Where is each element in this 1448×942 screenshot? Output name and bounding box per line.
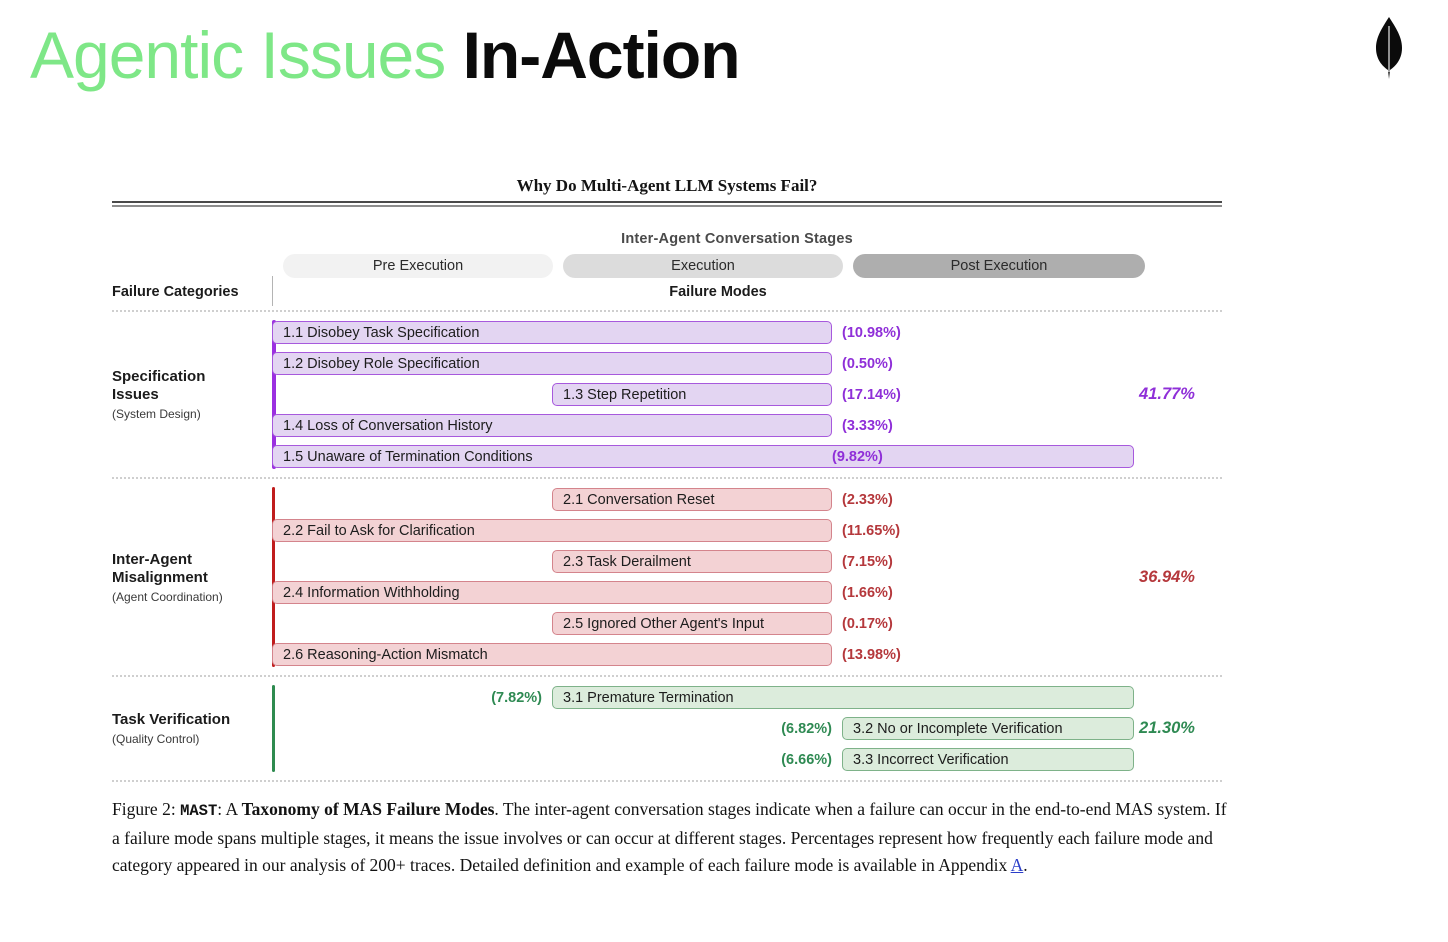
failure-mode-bar[interactable]: 1.1 Disobey Task Specification xyxy=(272,321,832,344)
failure-mode-bar[interactable]: 2.2 Fail to Ask for Clarification xyxy=(272,519,832,542)
figure-rule xyxy=(112,201,1222,207)
failure-mode-percentage: (1.66%) xyxy=(842,584,893,601)
failure-mode-bar[interactable]: 1.5 Unaware of Termination Conditions xyxy=(272,445,1134,468)
group-accent-bar xyxy=(272,685,275,772)
stage-pill-pre-execution[interactable]: Pre Execution xyxy=(283,254,553,278)
failure-mode-percentage: (10.98%) xyxy=(842,324,901,341)
failure-mode-percentage: (3.33%) xyxy=(842,417,893,434)
failure-mode-percentage: (0.17%) xyxy=(842,615,893,632)
column-header-failure-modes: Failure Modes xyxy=(669,284,767,300)
column-header-failure-categories: Failure Categories xyxy=(112,284,239,300)
failure-mode-bar[interactable]: 3.2 No or Incomplete Verification xyxy=(842,717,1134,740)
page-title-accent: Agentic Issues xyxy=(30,18,446,92)
group-name: Specification xyxy=(112,368,206,385)
group-separator xyxy=(112,675,1222,677)
failure-mode-bar[interactable]: 2.3 Task Derailment xyxy=(552,550,832,573)
failure-mode-bar[interactable]: 2.6 Reasoning-Action Mismatch xyxy=(272,643,832,666)
stage-pill-post-execution[interactable]: Post Execution xyxy=(853,254,1145,278)
group-subtitle: (Quality Control) xyxy=(112,732,200,746)
failure-mode-row: 2.5 Ignored Other Agent's Input (0.17%) xyxy=(272,612,1222,635)
failure-group-task-verification: Task Verification (Quality Control) 3.1 Pr… xyxy=(112,677,1222,780)
caption-mast: MAST xyxy=(180,802,218,820)
failure-mode-percentage: (9.82%) xyxy=(832,448,883,465)
failure-mode-row: 3.3 Incorrect Verification (6.66%) xyxy=(272,748,1222,771)
failure-mode-row: 1.5 Unaware of Termination Conditions(9.… xyxy=(272,445,1222,468)
failure-mode-percentage: (17.14%) xyxy=(842,386,901,403)
caption-colon: : A xyxy=(217,799,242,819)
failure-mode-percentage: (7.82%) xyxy=(491,689,542,706)
group-accent-bar xyxy=(272,487,275,667)
group-total-percentage: 21.30% xyxy=(1139,719,1195,737)
group-subtitle: (Agent Coordination) xyxy=(112,589,223,604)
failure-mode-bar[interactable]: 3.3 Incorrect Verification xyxy=(842,748,1134,771)
failure-mode-row: 2.4 Information Withholding (1.66%) xyxy=(272,581,1222,604)
failure-mode-row: 2.1 Conversation Reset (2.33%) xyxy=(272,488,1222,511)
failure-mode-percentage: (6.82%) xyxy=(781,720,832,737)
group-name: Inter-Agent xyxy=(112,550,192,568)
mongodb-leaf-logo xyxy=(1372,16,1406,80)
failure-mode-bar[interactable]: 3.1 Premature Termination xyxy=(552,686,1134,709)
group-name-line2: Issues xyxy=(112,386,159,403)
group-separator xyxy=(112,477,1222,479)
failure-mode-bar[interactable]: 1.3 Step Repetition xyxy=(552,383,832,406)
failure-mode-percentage: (2.33%) xyxy=(842,491,893,508)
failure-mode-row: 3.1 Premature Termination (7.82%) xyxy=(272,686,1222,709)
failure-mode-row: 1.4 Loss of Conversation History (3.33%) xyxy=(272,414,1222,437)
failure-mode-row: 2.2 Fail to Ask for Clarification (11.65%… xyxy=(272,519,1222,542)
failure-mode-percentage: (6.66%) xyxy=(781,751,832,768)
figure-inner: Why Do Multi-Agent LLM Systems Fail? Int… xyxy=(112,176,1222,782)
failure-mode-bar[interactable]: 2.4 Information Withholding xyxy=(272,581,832,604)
figure-region: Why Do Multi-Agent LLM Systems Fail? Int… xyxy=(0,176,1448,936)
caption-body-end: . xyxy=(1023,855,1028,875)
group-name-line2: Misalignment xyxy=(112,568,208,586)
stage-pill-group: Pre Execution Execution Post Execution xyxy=(283,254,1153,278)
failure-mode-percentage: (0.50%) xyxy=(842,355,893,372)
page-title-plain: In-Action xyxy=(462,18,741,92)
group-rows: 3.1 Premature Termination (7.82%) 3.2 No o… xyxy=(272,686,1222,771)
group-name: Task Verification xyxy=(112,711,231,728)
caption-prefix: Figure 2: xyxy=(112,799,181,819)
failure-mode-bar[interactable]: 1.4 Loss of Conversation History xyxy=(272,414,832,437)
failure-mode-bar[interactable]: 2.5 Ignored Other Agent's Input xyxy=(552,612,832,635)
caption-appendix-link[interactable]: A xyxy=(1010,855,1024,875)
group-accent-bar xyxy=(272,320,276,469)
caption-bold-title: Taxonomy of MAS Failure Modes xyxy=(241,799,495,819)
failure-mode-row: 2.3 Task Derailment (7.15%) xyxy=(272,550,1222,573)
figure-caption: Figure 2: MAST: A Taxonomy of MAS Failur… xyxy=(112,796,1230,879)
group-separator xyxy=(112,780,1222,782)
slide-header: Agentic Issues In-Action xyxy=(0,0,1448,120)
caption-body: . The inter-agent conversation stages in… xyxy=(112,799,1227,875)
failure-mode-percentage: (11.65%) xyxy=(842,522,901,539)
group-label-task-verification: Task Verification (Quality Control) xyxy=(112,686,272,771)
group-rows: 2.1 Conversation Reset (2.33%) 2.2 Fail to… xyxy=(272,488,1222,666)
failure-mode-row: 1.2 Disobey Role Specification (0.50%) xyxy=(272,352,1222,375)
group-rows: 1.1 Disobey Task Specification(10.98%)1.… xyxy=(272,321,1222,468)
failure-mode-row: 2.6 Reasoning-Action Mismatch (13.98%) xyxy=(272,643,1222,666)
stages-axis-label: Inter-Agent Conversation Stages xyxy=(621,231,853,247)
failure-mode-row: 3.2 No or Incomplete Verification (6.82%) xyxy=(272,717,1222,740)
group-total-percentage: 41.77% xyxy=(1139,385,1195,403)
failure-mode-percentage: (13.98%) xyxy=(842,646,901,663)
group-subtitle: (System Design) xyxy=(112,407,201,421)
group-separator xyxy=(112,310,1222,312)
figure-heading: Why Do Multi-Agent LLM Systems Fail? xyxy=(516,176,818,195)
page-title: Agentic Issues In-Action xyxy=(30,16,741,94)
failure-mode-row: 1.3 Step Repetition (17.14%) xyxy=(272,383,1222,406)
stage-pill-execution[interactable]: Execution xyxy=(563,254,843,278)
group-total-percentage: 36.94% xyxy=(1139,567,1195,586)
failure-mode-percentage: (7.15%) xyxy=(842,553,893,570)
column-header-divider xyxy=(272,276,273,306)
failure-mode-bar[interactable]: 2.1 Conversation Reset xyxy=(552,488,832,511)
failure-mode-row: 1.1 Disobey Task Specification (10.98%) xyxy=(272,321,1222,344)
failure-mode-bar[interactable]: 1.2 Disobey Role Specification xyxy=(272,352,832,375)
